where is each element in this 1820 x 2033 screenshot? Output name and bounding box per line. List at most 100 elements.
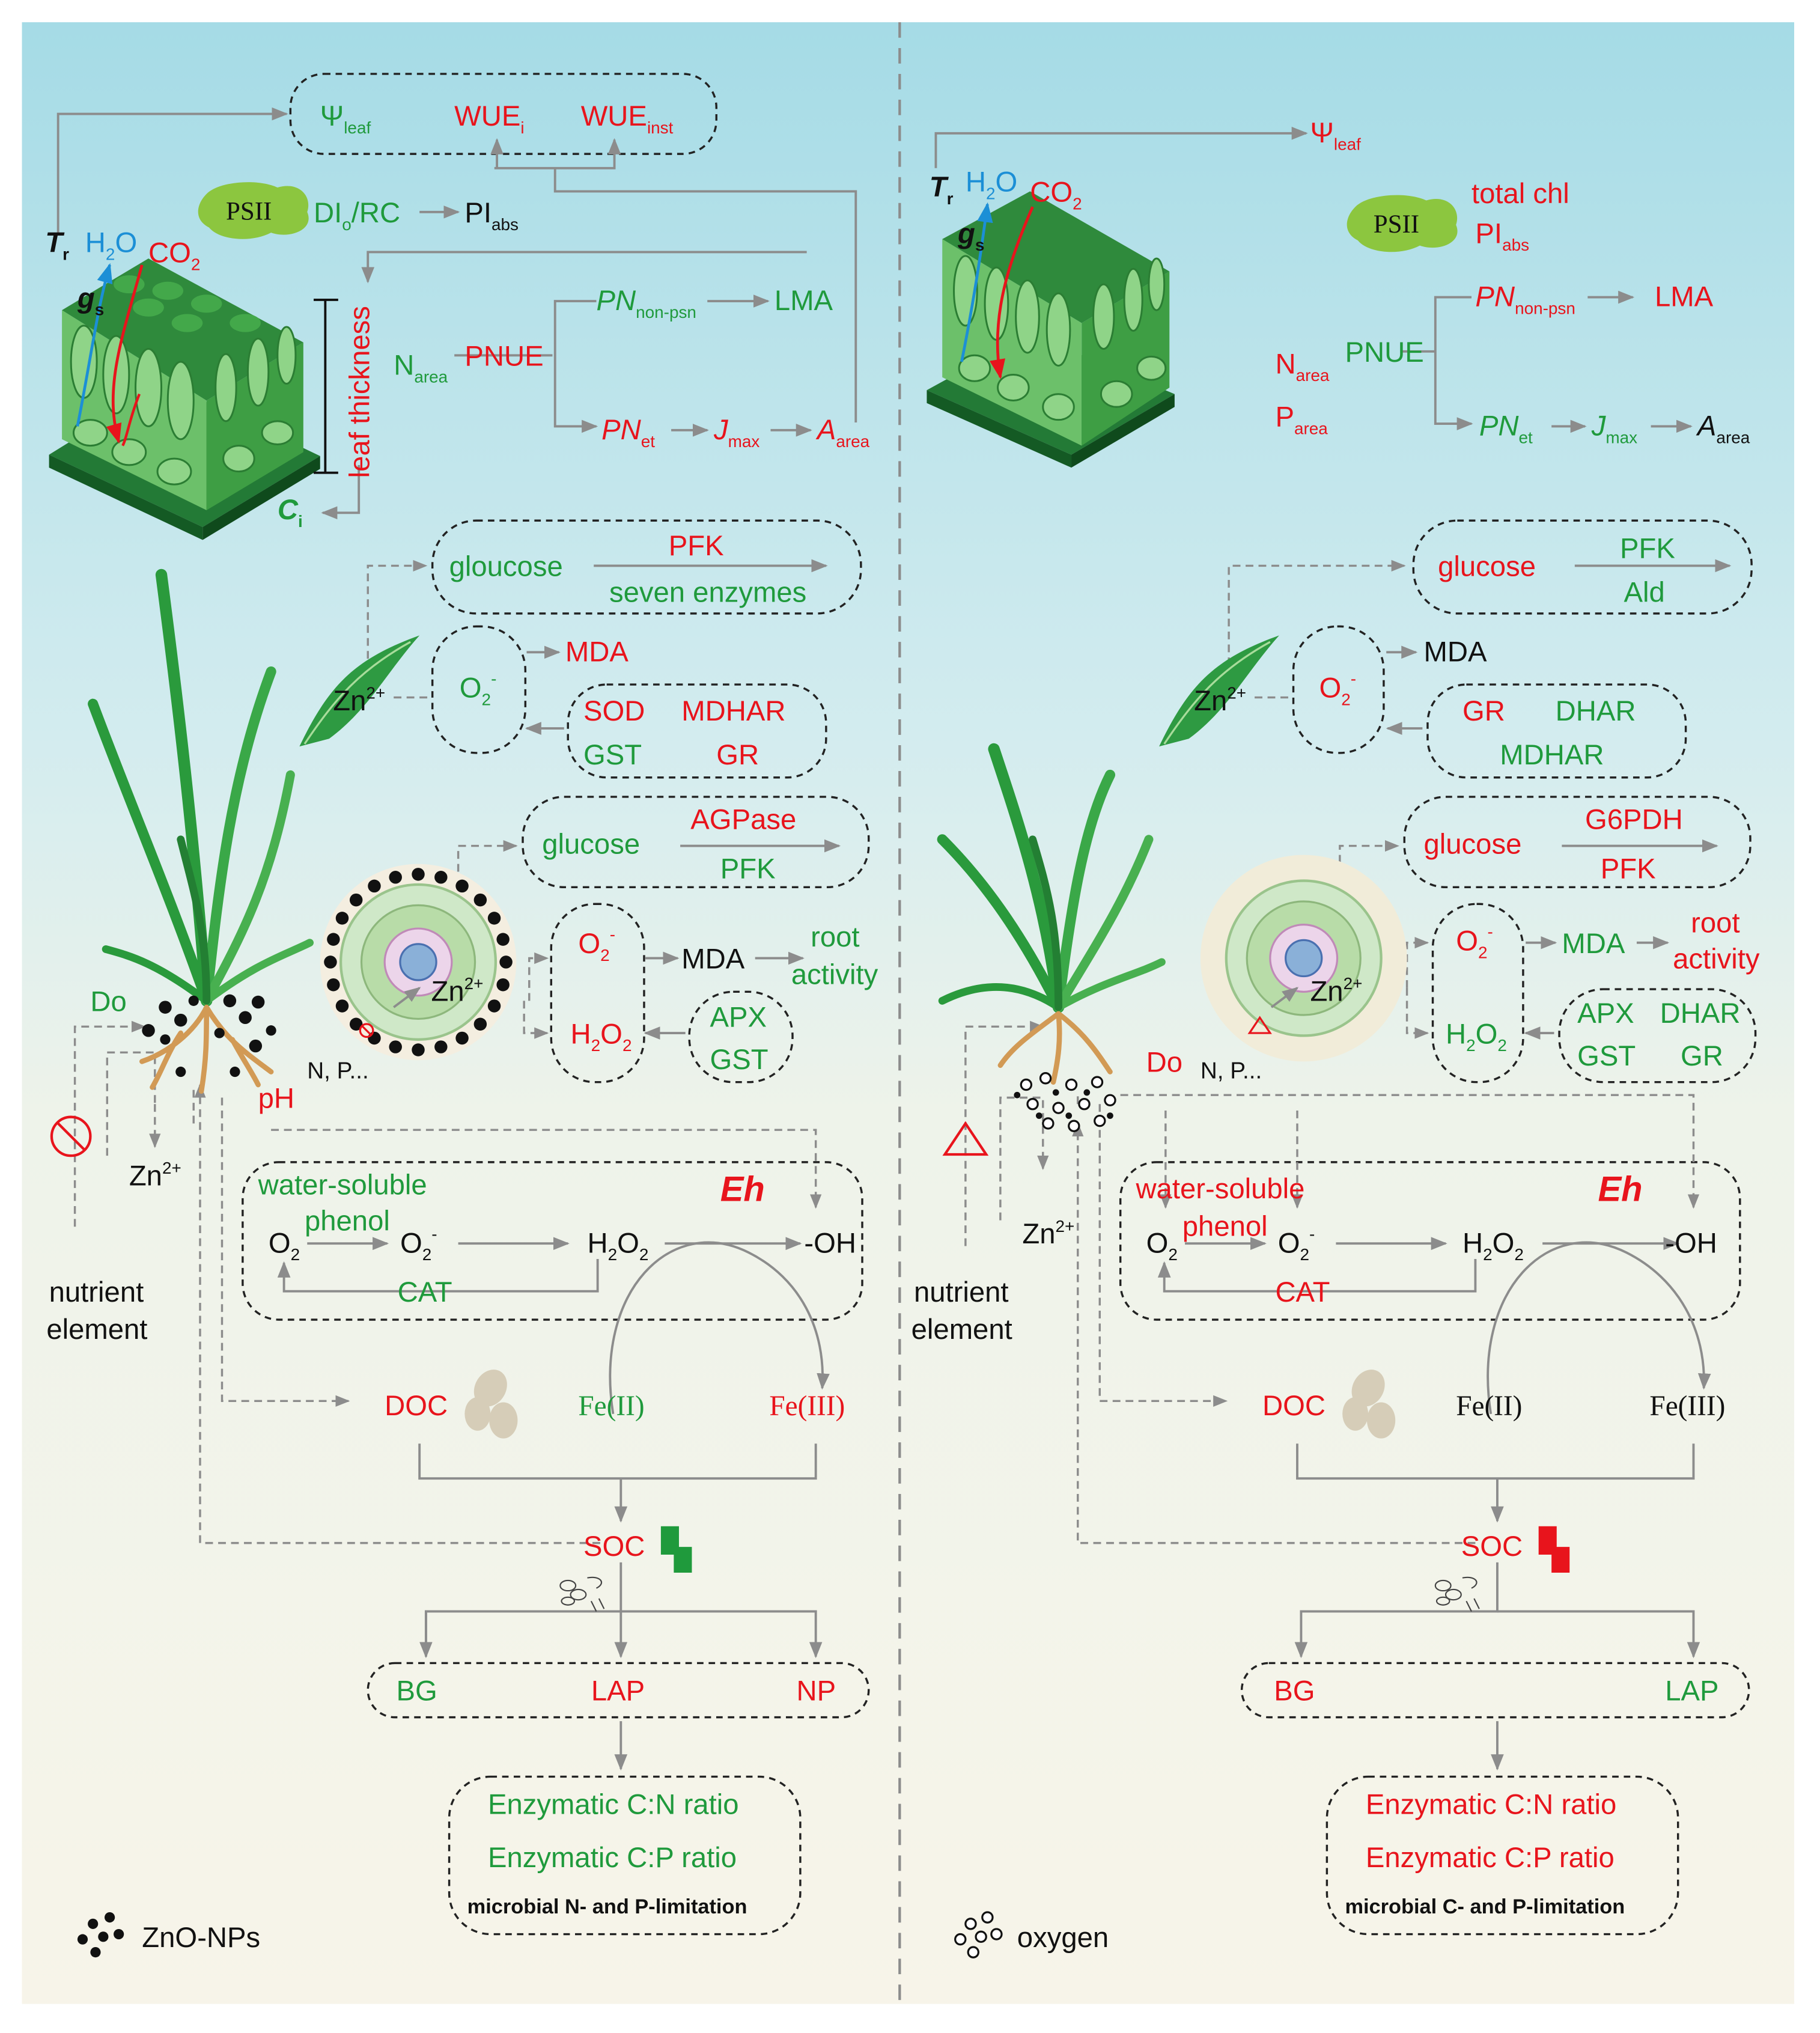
mda-root-left: MDA [681, 943, 744, 975]
decrease-symbol-small-left [359, 1023, 374, 1038]
dhar-leaf-right: DHAR [1556, 695, 1636, 727]
box-leaf-antioxidant-right [1426, 683, 1687, 779]
psii-label-left: PSII [226, 198, 272, 226]
nutrient-right: nutrient [914, 1276, 1009, 1308]
doc-particles-left [464, 1370, 518, 1439]
psii-blob-right [1347, 195, 1458, 252]
doc-right: DOC [1262, 1390, 1325, 1422]
legend-oxygen: oxygen [1017, 1922, 1109, 1954]
increase-symbol-right [942, 1121, 989, 1156]
agpase-left: AGPase [690, 804, 796, 836]
wue-inst-left: WUEinst [581, 100, 674, 137]
mdhar-leaf-left: MDHAR [681, 695, 785, 727]
box-root-ros-right [1431, 903, 1524, 1084]
mda-root-right: MDA [1562, 928, 1625, 960]
bg-left: BG [397, 1675, 437, 1707]
box-soil-redox-left [242, 1161, 863, 1321]
leaf-blade-right [1159, 635, 1279, 747]
mdhar-leaf-right: MDHAR [1500, 739, 1604, 771]
fe2-left: Fe(II) [578, 1391, 644, 1422]
eh-right: Eh [1598, 1169, 1643, 1209]
psii-label-right: PSII [1374, 210, 1419, 239]
activity-right: activity [1673, 943, 1760, 975]
zno-particle [335, 999, 349, 1013]
gst-root-right: GST [1577, 1040, 1636, 1072]
o2-soil-right: O2 [1146, 1227, 1178, 1264]
o2-radical-soil-left: O2- [400, 1225, 437, 1264]
aarea-left: Aarea [815, 414, 870, 451]
zn-soil-right: Zn2+ [1022, 1217, 1074, 1250]
fe3-right: Fe(III) [1649, 1391, 1725, 1422]
root-right: root [1691, 907, 1739, 939]
box-enzymes-left [367, 1662, 870, 1719]
zno-particle [487, 999, 501, 1013]
jmax-left: Jmax [713, 414, 759, 451]
apx-root-left: APX [710, 1001, 767, 1033]
box-root-glucose-right [1403, 796, 1752, 889]
co2-left: CO2 [148, 237, 200, 274]
microbe-icon-left [559, 1576, 605, 1612]
zno-particle [412, 1043, 425, 1056]
water-soluble-right: water-soluble [1135, 1173, 1304, 1205]
h2o2-soil-right: H2O2 [1462, 1227, 1524, 1264]
zno-particle [349, 1017, 363, 1031]
decrease-symbol-left [50, 1115, 92, 1157]
box-root-antioxidant-left [688, 990, 794, 1084]
zno-particle [349, 893, 363, 907]
background [22, 22, 1795, 2004]
legend-zno: ZnO-NPs [142, 1922, 260, 1954]
pfk-root-left: PFK [720, 853, 776, 885]
dio-rc-left: DIo/RC [314, 197, 400, 234]
zno-particle [389, 1040, 402, 1053]
oh-soil-right: -OH [1665, 1227, 1717, 1259]
zno-particles-root-left [324, 868, 513, 1056]
n-area-left: Narea [394, 349, 448, 386]
gr-leaf-right: GR [1462, 695, 1505, 727]
soc-right: SOC [1461, 1531, 1523, 1562]
jmax-right: Jmax [1591, 410, 1637, 447]
n-area-right: Narea [1275, 348, 1329, 385]
np-enzyme-left: NP [796, 1675, 836, 1707]
zno-particle [487, 912, 501, 925]
text-right-panel: Ψleaf Tr H2O CO2 gs PSII total chl PIabs… [912, 117, 1760, 1954]
limit-left: microbial N- and P-limitation [467, 1895, 747, 1918]
zno-particle [455, 1031, 469, 1045]
lma-left: LMA [775, 285, 833, 317]
box-leaf-glucose-left [431, 519, 862, 615]
aarea-right: Aarea [1696, 410, 1750, 447]
mda-leaf-right: MDA [1423, 636, 1487, 668]
root-left: root [811, 921, 859, 953]
g6pdh-right: G6PDH [1585, 804, 1683, 836]
pfk-leaf-left: PFK [669, 530, 724, 562]
lap-right: LAP [1665, 1675, 1718, 1707]
soc-indicator-left [660, 1526, 692, 1573]
oxygen-dots-right [1014, 1089, 1113, 1119]
zno-particle [473, 893, 487, 907]
co2-right: CO2 [1030, 177, 1082, 213]
ratio-cn-right: Enzymatic C:N ratio [1366, 1789, 1616, 1821]
gr-root-right: GR [1681, 1040, 1723, 1072]
dhar-root-right: DHAR [1660, 998, 1741, 1029]
lma-right: LMA [1655, 281, 1714, 313]
leaf-thickness-bracket [314, 298, 338, 474]
p-area-right: Parea [1275, 401, 1328, 437]
zno-particle [496, 933, 510, 946]
zno-particle [434, 871, 448, 884]
tr-right: Tr [930, 171, 954, 208]
zno-particle [499, 956, 513, 969]
apx-root-right: APX [1577, 998, 1634, 1029]
box-root-glucose-left [522, 796, 870, 889]
zno-particle [389, 871, 402, 884]
element-left: element [46, 1314, 147, 1346]
pn-et-right: PNet [1479, 410, 1533, 447]
ratio-cn-left: Enzymatic C:N ratio [488, 1789, 738, 1821]
pnue-left: PNUE [464, 340, 543, 372]
cat-right: CAT [1275, 1276, 1330, 1308]
zn-root-left: Zn2+ [431, 974, 484, 1007]
eh-left: Eh [720, 1169, 765, 1209]
bg-right: BG [1274, 1675, 1315, 1707]
o2-leaf-right: O2- [1319, 669, 1356, 709]
leaf-thickness-left: leaf thickness [344, 306, 376, 478]
